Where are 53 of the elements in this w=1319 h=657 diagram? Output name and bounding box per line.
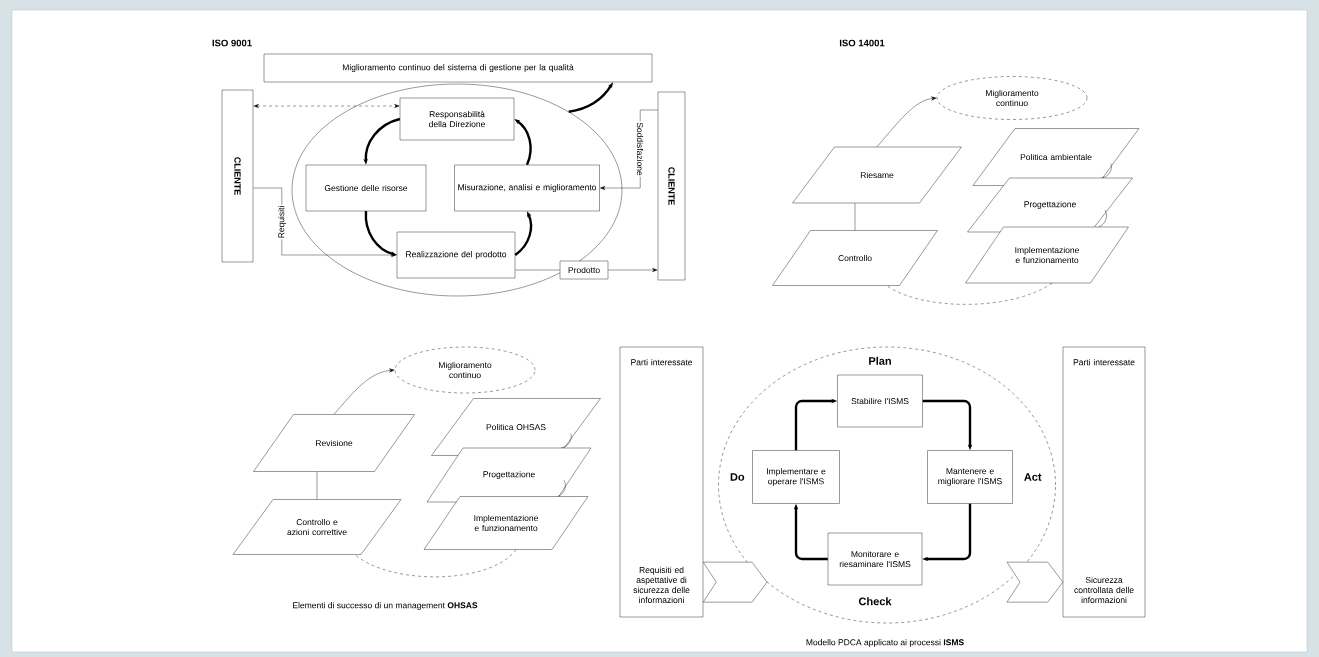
cycle-ellipse	[718, 346, 1056, 624]
process-box: Realizzazione del prodotto	[396, 231, 516, 279]
parallelogram: Revisione	[253, 414, 415, 472]
edge-label: Requisiti	[277, 204, 287, 240]
connector-line	[557, 480, 566, 497]
process-box: Miglioramento continuo del sistema di gestione per la qualità	[263, 53, 653, 83]
chevron-arrow	[703, 561, 768, 603]
ellipse-label: Miglioramento continuo	[394, 346, 536, 394]
process-box: Misurazione, analisi e miglioramento	[454, 164, 600, 212]
connector-line	[560, 433, 572, 448]
process-box: Gestione delle risorse	[305, 164, 427, 212]
process-box: Responsabilità della Direzione	[399, 97, 515, 141]
process-box: Stabilire l'ISMS	[837, 374, 923, 428]
connector-line	[253, 104, 400, 108]
connector-line	[608, 268, 658, 272]
process-box: Prodotto	[559, 260, 609, 280]
dashed-curve	[354, 549, 517, 577]
process-box: Implementare e operare l'ISMS	[752, 450, 840, 504]
connector-line	[1101, 163, 1112, 178]
side-box: Parti interessate Requisiti ed aspettative di sicurezza delle informazioni	[619, 346, 704, 618]
phase-label: Act	[1024, 473, 1042, 481]
edge-label: Soddisfazione	[635, 121, 645, 177]
cycle-ellipse	[291, 83, 623, 297]
connector-line	[515, 269, 560, 271]
curved-arrow	[333, 368, 395, 415]
parallelogram: Implementazione e funzionamento	[423, 496, 589, 550]
heading: ISO 9001	[212, 39, 252, 47]
ellipse-label: Miglioramento continuo	[936, 76, 1088, 120]
vertical-box: CLIENTE	[221, 89, 254, 263]
parallelogram: Controllo e azioni correttive	[232, 499, 402, 555]
connector-line	[854, 203, 856, 231]
chevron-arrow	[1006, 561, 1063, 603]
parallelogram: Implementazione e funzionamento	[965, 226, 1129, 284]
caption: Elementi di successo di un management OHSAS	[293, 602, 478, 610]
phase-label: Do	[730, 473, 745, 481]
vertical-box: CLIENTE	[657, 91, 686, 281]
process-box: Mantenere e migliorare l'ISMS	[927, 450, 1013, 504]
caption: Modello PDCA applicato ai processi ISMS	[806, 639, 964, 647]
connector-line	[1098, 210, 1107, 227]
phase-label: Plan	[869, 356, 891, 365]
parallelogram: Progettazione	[967, 177, 1133, 233]
parallelogram: Riesame	[792, 146, 962, 204]
dashed-curve	[886, 283, 1053, 305]
process-box: Monitorare e riesaminare l'ISMS	[827, 532, 923, 586]
curved-arrow	[514, 119, 532, 166]
connector-line	[316, 471, 318, 500]
parallelogram: Progettazione	[426, 447, 592, 503]
curved-arrow	[568, 82, 613, 113]
heading: ISO 14001	[839, 39, 885, 47]
side-box: Parti interessate Sicurezza controllata delle informazioni	[1062, 346, 1146, 618]
parallelogram: Controllo	[772, 230, 938, 286]
curved-arrow	[876, 96, 937, 147]
phase-label: Check	[858, 597, 892, 606]
